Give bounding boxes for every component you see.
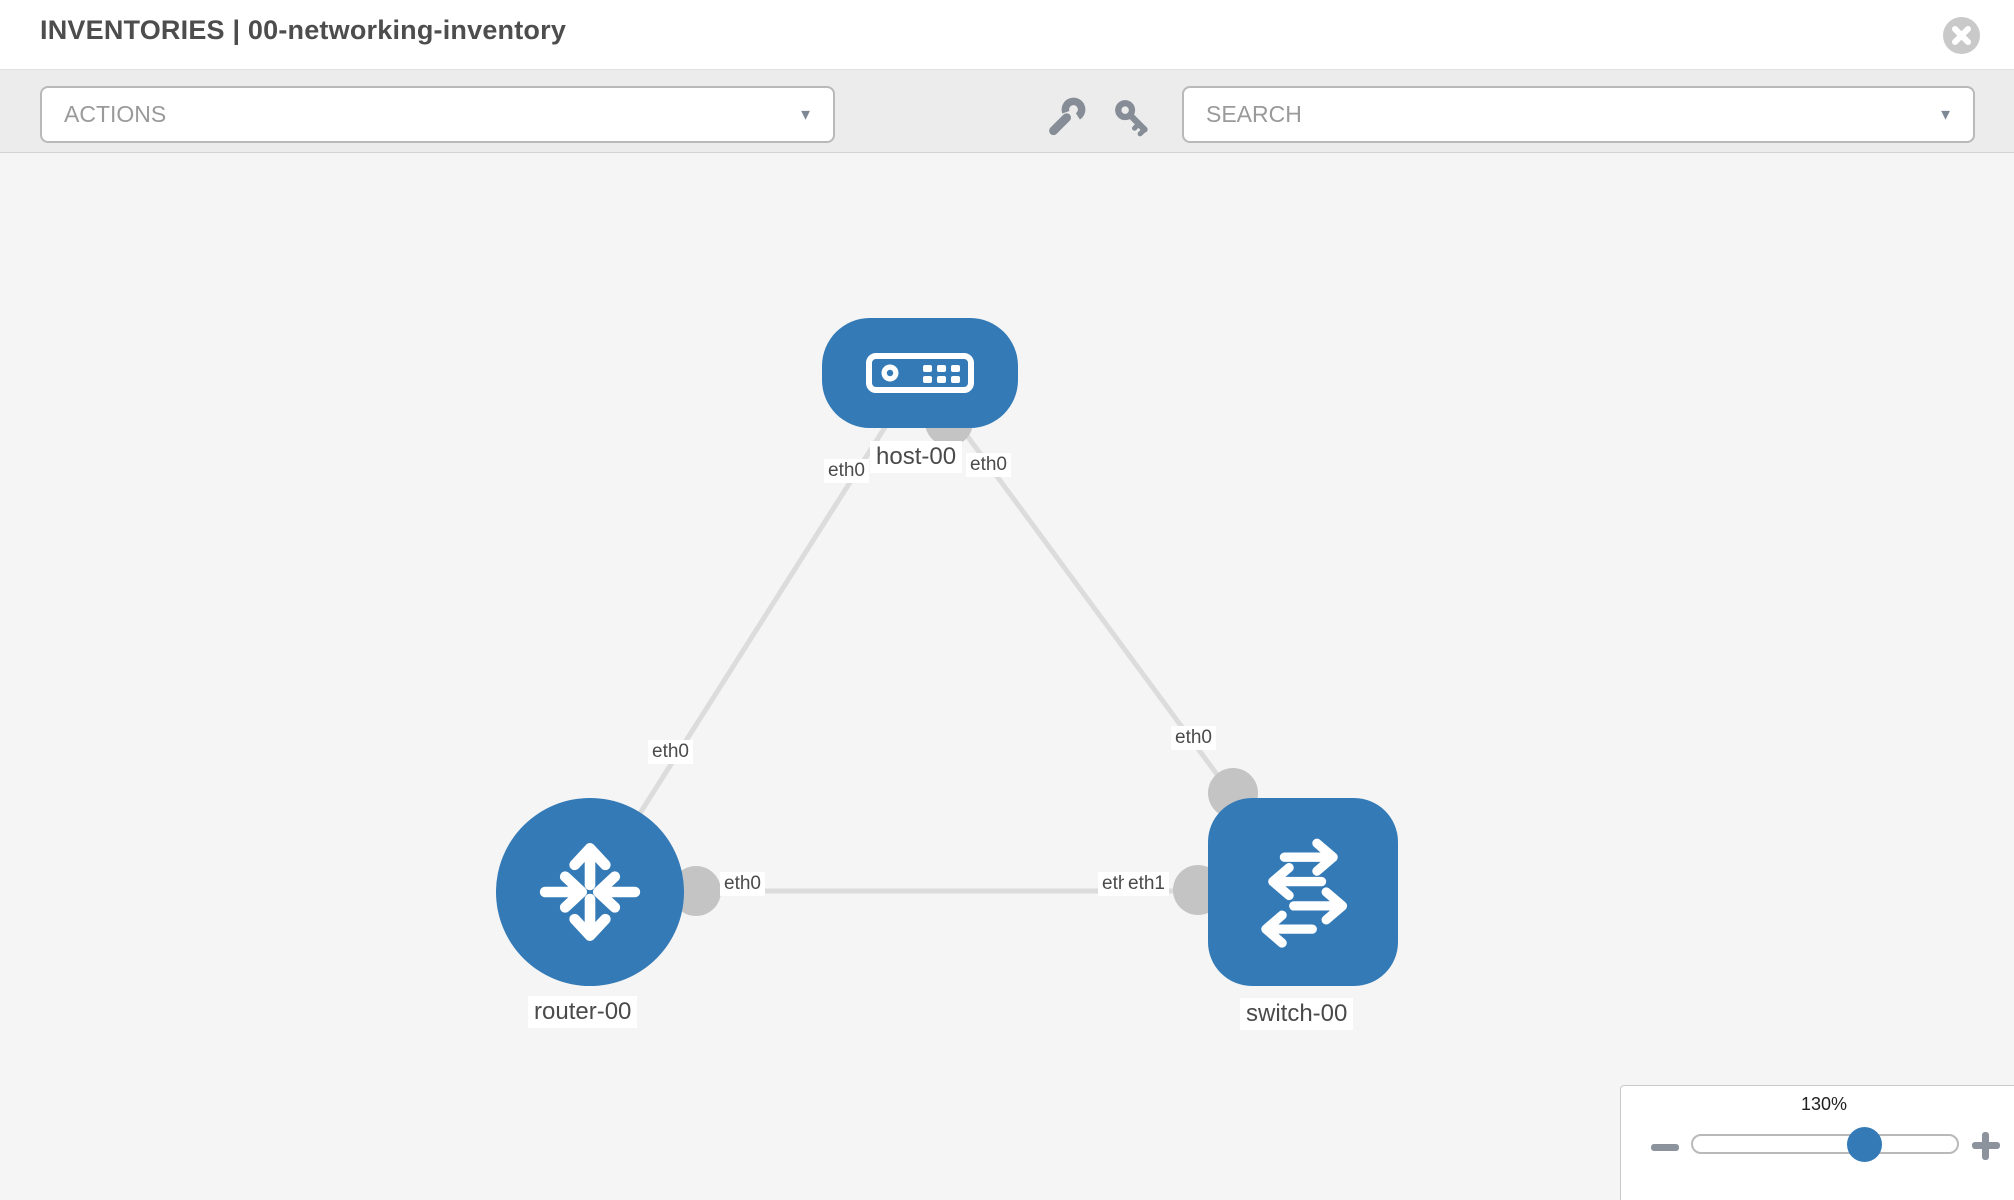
close-button[interactable] — [1943, 17, 1980, 54]
zoom-slider-knob[interactable] — [1847, 1127, 1882, 1162]
interface-label-host-left: eth0 — [824, 459, 869, 483]
node-label-switch: switch-00 — [1240, 998, 1354, 1030]
search-dropdown[interactable]: SEARCH ▼ — [1182, 86, 1975, 143]
node-label-router: router-00 — [528, 996, 638, 1028]
configure-button[interactable] — [1046, 97, 1086, 137]
wrench-icon — [1049, 97, 1086, 136]
actions-dropdown[interactable]: ACTIONS ▼ — [40, 86, 835, 143]
node-host-00[interactable] — [822, 318, 1018, 428]
interface-label-host-right: eth0 — [966, 453, 1011, 477]
zoom-out-button[interactable] — [1651, 1138, 1679, 1156]
close-icon — [1952, 26, 1971, 45]
zoom-control-panel: 130% — [1620, 1085, 2014, 1200]
interface-label-host-switch: eth0 — [1171, 726, 1216, 750]
zoom-in-button[interactable] — [1972, 1132, 2000, 1160]
chevron-down-icon: ▼ — [798, 106, 813, 123]
actions-dropdown-label: ACTIONS — [64, 101, 167, 127]
interface-label-router-end: eth0 — [720, 872, 765, 896]
interface-label-host-router: eth0 — [648, 740, 693, 764]
node-router-00[interactable] — [496, 798, 684, 986]
router-icon — [539, 843, 641, 941]
link-host-router — [587, 370, 923, 894]
node-label-host: host-00 — [870, 441, 963, 473]
page-title: INVENTORIES | 00-networking-inventory — [40, 15, 567, 45]
search-dropdown-label: SEARCH — [1206, 101, 1302, 127]
router-interface-connector — [671, 866, 721, 916]
zoom-slider-track[interactable] — [1691, 1134, 1959, 1154]
credentials-button[interactable] — [1112, 97, 1152, 137]
zoom-level-value: 130% — [1800, 1094, 1848, 1114]
chevron-down-icon: ▼ — [1938, 106, 1953, 123]
toolbar: ACTIONS ▼ SEARCH ▼ — [0, 70, 2014, 153]
node-switch-00[interactable] — [1208, 798, 1398, 986]
host-icon — [866, 353, 974, 393]
key-icon — [1115, 100, 1148, 137]
switch-icon — [1261, 838, 1348, 948]
interface-label-switch-eth1: eth1 — [1124, 872, 1169, 896]
header: INVENTORIES | 00-networking-inventory — [0, 0, 2014, 70]
